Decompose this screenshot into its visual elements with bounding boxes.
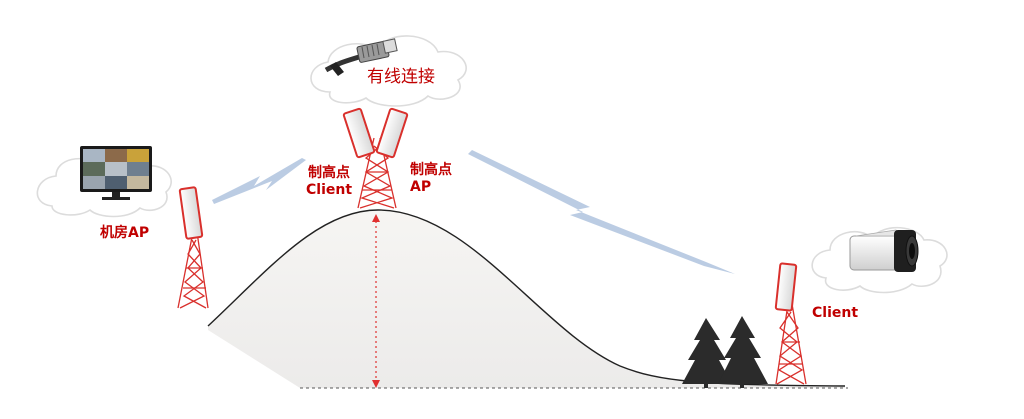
wireless-lightning-icon — [212, 158, 306, 204]
client-label: Client — [812, 305, 859, 321]
bullet-camera-icon — [849, 229, 919, 272]
height-marker — [372, 214, 380, 388]
high-point-ap-line1: 制高点 — [410, 162, 452, 178]
high-point-client-line2: Client — [306, 182, 353, 198]
panel-antenna-icon — [375, 107, 409, 159]
room-ap-label: 机房AP — [100, 225, 150, 241]
panel-antenna-icon — [342, 107, 376, 159]
panel-antenna-icon — [178, 186, 204, 240]
lattice-tower-icon — [775, 303, 807, 385]
cloud-icon — [310, 35, 467, 107]
surveillance-monitor-icon — [80, 146, 152, 200]
lattice-tower-icon — [177, 231, 209, 309]
high-point-client-label: 制高点 Client — [306, 165, 352, 199]
pine-tree-icon — [718, 316, 768, 388]
wired-connection-label: 有线连接 — [367, 67, 435, 87]
high-point-ap-label: 制高点 AP — [410, 162, 452, 196]
pine-tree-icon — [682, 318, 732, 388]
wireless-lightning-icon — [468, 150, 735, 274]
high-point-client-line1: 制高点 — [308, 165, 351, 181]
ethernet-cable-icon — [324, 38, 398, 76]
panel-antenna-icon — [774, 262, 798, 312]
high-point-ap-line2: AP — [410, 179, 432, 195]
